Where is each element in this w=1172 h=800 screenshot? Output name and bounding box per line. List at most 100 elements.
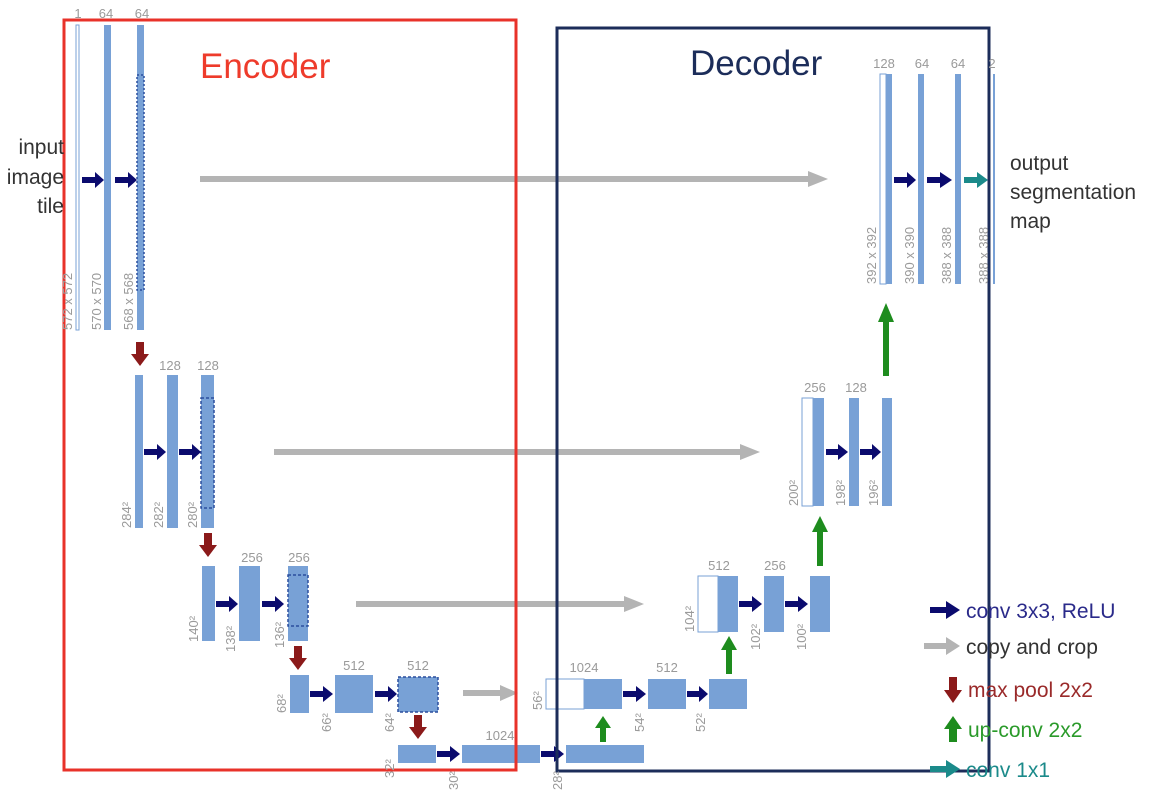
feature-map-d2-c <box>882 398 892 506</box>
conv-arrow <box>687 686 708 702</box>
size-label: 138² <box>223 625 238 652</box>
conv-arrow <box>144 444 166 460</box>
conv-arrow <box>437 746 460 762</box>
output-label-line: segmentation <box>1010 181 1136 204</box>
size-label: 282² <box>151 501 166 528</box>
input-label: input image tile <box>7 136 64 218</box>
feature-map-l5-b <box>462 745 540 763</box>
channel-label: 128 <box>845 380 867 395</box>
feature-map-d4-a <box>584 679 622 709</box>
size-label: 28² <box>550 771 565 790</box>
right-arrow-icon <box>924 637 960 655</box>
conv-arrow <box>739 596 762 612</box>
feature-map-l5-a <box>398 745 436 763</box>
size-label: 390 x 390 <box>902 227 917 284</box>
feature-map-l2-a <box>135 375 143 528</box>
feature-map-l1-b <box>137 25 144 330</box>
feature-map-d3-a <box>718 576 738 632</box>
feature-map-d3-b <box>764 576 784 632</box>
max-pool-arrow <box>131 342 149 366</box>
copy-crop-arrow-l2 <box>274 444 760 460</box>
legend-label: conv 1x1 <box>966 759 1050 782</box>
decoder-title: Decoder <box>690 44 823 83</box>
size-label: 52² <box>693 713 708 732</box>
copy-crop-arrow-l3 <box>356 596 644 612</box>
size-label: 140² <box>186 615 201 642</box>
encoder-box <box>62 18 518 772</box>
feature-map-l4-c <box>397 676 439 713</box>
size-label: 388 x 388 <box>976 227 991 284</box>
copy-crop-arrows <box>200 171 828 701</box>
legend-item-conv1x1: conv 1x1 <box>930 759 1050 782</box>
feature-map-l2-b <box>167 375 178 528</box>
feature-map-l1-b-crop <box>136 74 145 291</box>
size-label: 32² <box>382 759 397 778</box>
channel-label: 256 <box>241 550 263 565</box>
conv1x1-arrow <box>964 172 988 188</box>
feature-map-d2-copy <box>801 397 814 507</box>
conv-arrow <box>262 596 284 612</box>
feature-map-d4-c <box>709 679 747 709</box>
size-label: 284² <box>119 501 134 528</box>
size-label: 196² <box>866 479 881 506</box>
feature-map-l5-c <box>566 745 644 763</box>
max-pool-arrow <box>289 646 307 670</box>
feature-map-l3-b <box>239 566 260 641</box>
conv-arrow <box>115 172 137 188</box>
output-label-line: output <box>1010 152 1069 175</box>
conv-arrow <box>82 172 104 188</box>
feature-map-d2-b <box>849 398 859 506</box>
feature-map-d4-copy <box>545 678 585 710</box>
up-arrow-icon <box>944 716 962 742</box>
feature-map-l2-c-crop <box>200 397 215 509</box>
conv-arrow <box>623 686 646 702</box>
feature-map-l4-b <box>335 675 373 713</box>
legend-item-upconv: up-conv 2x2 <box>944 716 1082 742</box>
channel-label: 256 <box>288 550 310 565</box>
legend-label: max pool 2x2 <box>968 679 1093 702</box>
feature-map-d1-output <box>993 74 995 284</box>
legend-label: conv 3x3, ReLU <box>966 600 1115 623</box>
up-conv-arrow <box>812 516 828 566</box>
max-pool-arrows <box>131 342 427 739</box>
right-arrow-icon <box>930 760 960 778</box>
feature-map-l4-a <box>290 675 309 713</box>
input-label-line: image <box>7 166 64 189</box>
max-pool-arrow <box>409 715 427 739</box>
size-label: 30² <box>446 771 461 790</box>
conv-arrow <box>375 686 397 702</box>
size-label: 104² <box>682 605 697 632</box>
conv-arrow <box>860 444 881 460</box>
channel-label: 256 <box>764 558 786 573</box>
channel-label: 2 <box>988 56 995 71</box>
channel-label: 1024 <box>486 728 515 743</box>
feature-map-d1-a <box>886 74 892 284</box>
legend-item-pool: max pool 2x2 <box>944 677 1093 703</box>
size-label: 572 x 572 <box>60 273 75 330</box>
conv-arrow <box>541 746 564 762</box>
max-pool-arrow <box>199 533 217 557</box>
feature-map-d3-copy <box>697 575 719 633</box>
size-label: 570 x 570 <box>89 273 104 330</box>
down-arrow-icon <box>944 677 962 703</box>
feature-map-d1-copy <box>879 73 887 285</box>
size-label: 68² <box>274 694 289 713</box>
conv-arrow <box>179 444 201 460</box>
channel-label: 64 <box>135 6 149 21</box>
feature-map-d2-a <box>813 398 824 506</box>
input-label-line: input <box>18 136 64 159</box>
conv-arrow <box>310 686 333 702</box>
size-label: 64² <box>382 713 397 732</box>
up-conv-arrow <box>721 636 737 674</box>
feature-maps <box>75 24 995 763</box>
size-labels: 572 x 572 570 x 570 568 x 568 284² 282² … <box>60 227 991 790</box>
feature-map-d1-b <box>918 74 924 284</box>
channel-label: 128 <box>159 358 181 373</box>
feature-map-d3-c <box>810 576 830 632</box>
conv-arrow <box>826 444 848 460</box>
legend-label: up-conv 2x2 <box>968 719 1082 742</box>
right-arrow-icon <box>930 601 960 619</box>
channel-label: 1 <box>74 6 81 21</box>
conv-arrows <box>82 172 952 762</box>
